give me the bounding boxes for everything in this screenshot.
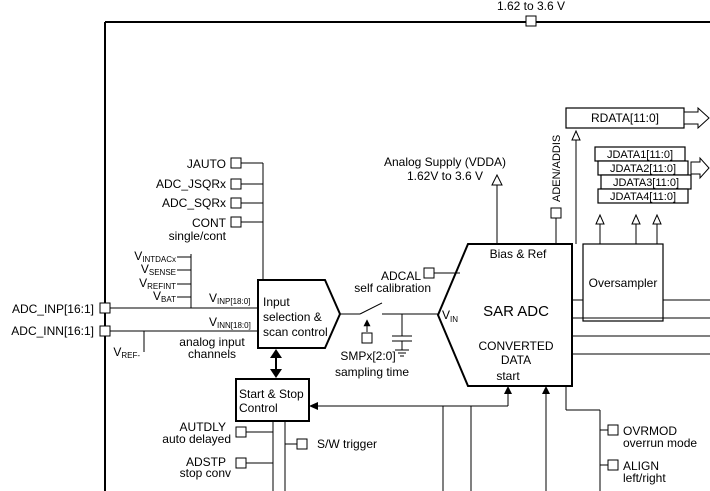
adc-inp-pin (99, 302, 111, 314)
vbat-label: VBAT (153, 289, 176, 304)
vinn-label: VINN[18:0] (209, 315, 251, 330)
top-supply-label: 1.62 to 3.6 V (497, 0, 565, 13)
jauto-pin (230, 157, 242, 169)
converted-label: CONVERTED (478, 339, 553, 353)
jauto-label: JAUTO (187, 157, 226, 171)
adc-inn-label: ADC_INN[16:1] (11, 324, 94, 338)
vinp-label: VINP[18:0] (209, 291, 250, 306)
adc-boundary (104, 21, 710, 491)
aden-addis: ADEN/ADDIS (550, 135, 563, 244)
internal-channels: VINTDACx VSENSE VREFINT VBAT (134, 249, 192, 308)
adc-inn-pin (99, 325, 111, 337)
sqr-label: ADC_SQRx (162, 196, 226, 210)
jdata2-label: JDATA2[11:0] (610, 163, 676, 175)
jdata-up-arrow-1-icon (595, 213, 605, 225)
adcal-label: ADCAL (381, 269, 421, 283)
ovrmod-desc: overrun mode (623, 436, 697, 450)
cont-pin (230, 216, 242, 228)
jdata-arrow-icon (690, 156, 710, 180)
external-pins: ADC_INP[16:1] ADC_INN[16:1] VREF- (11, 302, 258, 360)
vin-bus-labels: VINP[18:0] VINN[18:0] analog input chann… (179, 291, 251, 361)
align-desc: left/right (623, 471, 666, 485)
jdata4-label: JDATA4[11:0] (610, 191, 676, 203)
bias-ref-label: Bias & Ref (490, 247, 547, 261)
oversampler-label: Oversampler (589, 276, 658, 290)
adcal-pin (423, 267, 435, 279)
top-supply: 1.62 to 3.6 V (497, 0, 565, 27)
start-stop-inputs: AUTDLY auto delayed S/W trigger ADSTP st… (162, 420, 377, 491)
jsqr-label: ADC_JSQRx (156, 177, 226, 191)
jdata3-label: JDATA3[11:0] (613, 177, 679, 189)
start-label: start (496, 369, 520, 383)
adcal-desc: self calibration (354, 281, 431, 295)
ovrmod-label: OVRMOD (623, 424, 677, 438)
vref-minus-label: VREF- (113, 345, 140, 360)
rdata-up-arrow-icon (571, 129, 581, 141)
sqr-pin (230, 197, 242, 209)
align-pin (607, 459, 619, 471)
oversampler-block: Oversampler (572, 243, 710, 355)
smp-label: SMPx[2:0] (340, 349, 395, 363)
sel-ctrl-link (270, 349, 282, 378)
analog-supply-label: Analog Supply (VDDA) (384, 155, 506, 169)
data-label: DATA (501, 353, 531, 367)
sar-adc-title: SAR ADC (483, 303, 549, 320)
adc-inp-label: ADC_INP[16:1] (12, 302, 94, 316)
vrefint-label: VREFINT (139, 276, 176, 291)
vintdac-label: VINTDACx (134, 249, 176, 264)
rdata-label: RDATA[11:0] (591, 111, 659, 125)
ovrmod-pin (607, 424, 619, 436)
input-selection-line1: Input (263, 295, 290, 309)
adcal: ADCAL self calibration (354, 267, 460, 295)
input-selection-block: Input selection & scan control (257, 279, 342, 349)
jdata-up-arrow-3-icon (652, 213, 662, 225)
adstp-label: ADSTP (186, 455, 226, 469)
autdly-pin (235, 426, 247, 438)
cont-label: CONT (192, 216, 227, 230)
control-inputs: JAUTO ADC_JSQRx ADC_SQRx CONT single/con… (156, 157, 264, 280)
rdata-arrow-icon (683, 106, 710, 130)
align-label: ALIGN (623, 459, 659, 473)
adstp-pin (235, 457, 247, 469)
aden-addis-label: ADEN/ADDIS (551, 135, 563, 202)
smp-desc: sampling time (335, 365, 409, 379)
start-stop-line1: Start & Stop (239, 387, 304, 401)
smp-pin (361, 332, 373, 344)
aden-addis-pin (550, 207, 562, 219)
sampling-stage: SMPx[2:0] sampling time (335, 302, 438, 379)
cont-desc: single/cont (169, 229, 227, 243)
data-options: OVRMOD overrun mode ALIGN left/right (565, 386, 697, 491)
jdata-up-arrow-2-icon (631, 213, 641, 225)
input-selection-line2: selection & (263, 310, 322, 324)
jdata-registers: JDATA1[11:0] JDATA2[11:0] JDATA3[11:0] J… (594, 146, 710, 244)
top-supply-pin (525, 15, 537, 27)
vsense-label: VSENSE (141, 262, 176, 277)
sw-trigger-pin (296, 438, 308, 450)
vin-label: VIN (442, 308, 458, 324)
analog-supply-range: 1.62V to 3.6 V (407, 169, 483, 183)
autdly-desc: auto delayed (162, 432, 231, 446)
sar-adc-block: Bias & Ref SAR ADC CONVERTED DATA start … (436, 243, 573, 387)
analog-supply: Analog Supply (VDDA) 1.62V to 3.6 V (384, 155, 506, 244)
analog-supply-arrow-icon (491, 173, 503, 186)
rdata-register: RDATA[11:0] (565, 106, 710, 244)
jsqr-pin (230, 178, 242, 190)
start-feedback (309, 386, 550, 491)
analog-input-label-2: channels (188, 347, 236, 361)
jdata1-label: JDATA1[11:0] (607, 149, 673, 161)
analog-input-label: analog input (179, 335, 245, 349)
sw-trigger-label: S/W trigger (317, 437, 377, 451)
input-selection-line3: scan control (263, 325, 328, 339)
start-stop-line2: Control (239, 401, 278, 415)
start-stop-block: Start & Stop Control (235, 378, 310, 422)
autdly-label: AUTDLY (180, 420, 226, 434)
adstp-desc: stop conv (180, 466, 231, 480)
